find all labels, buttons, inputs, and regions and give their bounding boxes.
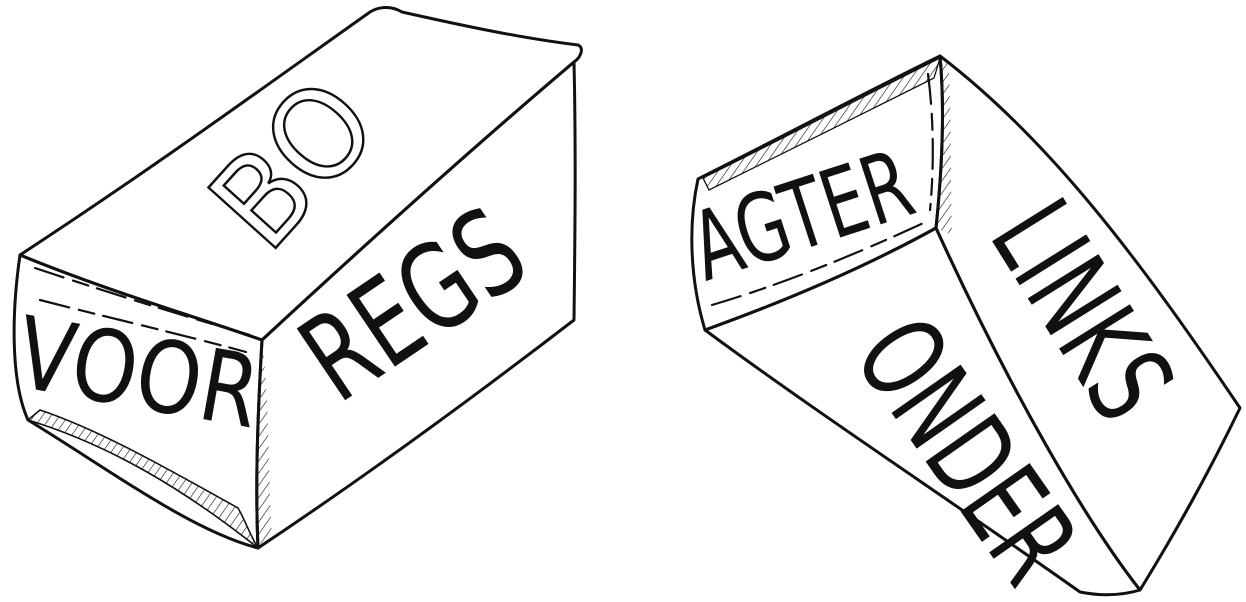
right-box-side-shadow: [936, 56, 952, 235]
label-voor: VOOR: [8, 295, 268, 452]
right-box: AGTER LINKS ONDER: [679, 56, 1240, 602]
left-box: BO VOOR REGS: [8, 8, 581, 549]
label-bo: BO: [183, 52, 405, 276]
label-agter: AGTER: [679, 130, 926, 304]
right-box-fold-guide-2: [928, 74, 933, 210]
